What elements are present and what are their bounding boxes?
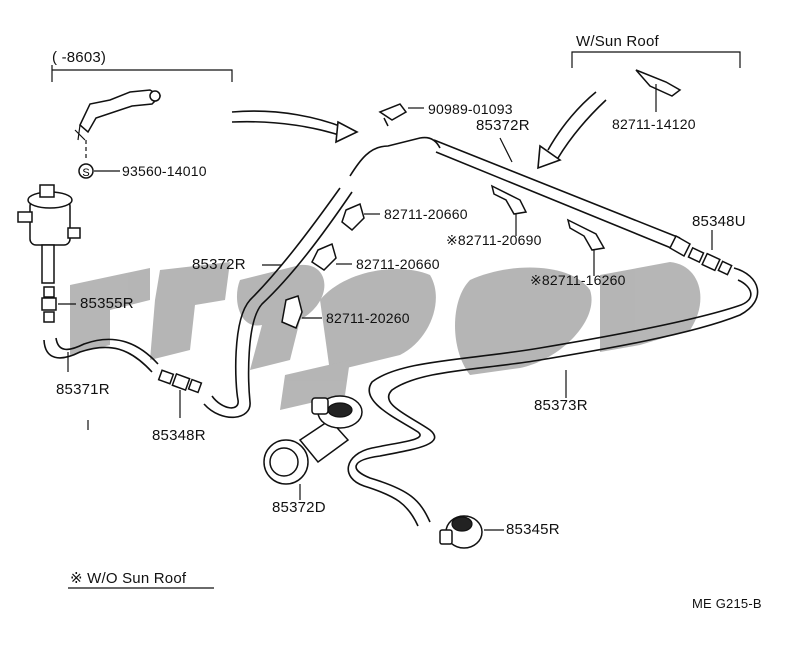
label-85373R: 85373R — [534, 397, 588, 414]
hose-85373R-a — [355, 267, 759, 523]
label-85348R: 85348R — [152, 427, 206, 444]
label-85371R: 85371R — [56, 381, 110, 398]
clip-82711-16260 — [566, 218, 606, 251]
label-85355R: 85355R — [80, 295, 134, 312]
arrow-right-b — [557, 99, 607, 159]
label-85372R-mid: 85372R — [192, 256, 246, 273]
label-82711-20660-b: 82711-20660 — [356, 256, 440, 272]
label-90989-01093: 90989-01093 — [428, 101, 513, 117]
vacuum-pump — [17, 184, 81, 284]
header-left-label: ( -8603) — [52, 49, 107, 66]
hose-85372R-a — [211, 187, 341, 409]
clip-82711-20660-a — [341, 202, 365, 232]
label-93560-14010: 93560-14010 — [122, 163, 207, 179]
connector-85348R — [157, 369, 203, 394]
arrow-right-a — [547, 91, 597, 151]
connector-85348U — [687, 246, 733, 276]
label-85372R-top: 85372R — [476, 117, 530, 134]
clip-82711-20660-b — [311, 242, 337, 271]
hose-85371R-b — [55, 337, 159, 365]
hose-85371R-a — [43, 339, 153, 373]
arrow-right-head — [537, 144, 562, 170]
label-82711-16260: ※82711-16260 — [530, 272, 626, 288]
bracket-right — [571, 51, 741, 68]
s-mark: S — [82, 167, 89, 179]
bracket-part-8603 — [74, 89, 162, 141]
label-82711-20260: 82711-20260 — [326, 310, 410, 326]
valve-85345R — [439, 515, 483, 549]
clip-82711-14120 — [635, 69, 682, 97]
figure-code: ME G215-B — [692, 596, 762, 611]
elbow-85372D — [263, 395, 363, 485]
connector-85355R — [41, 286, 57, 323]
arrow-left-top — [231, 110, 346, 129]
hose-85372R-top — [433, 139, 681, 251]
label-82711-20660-a: 82711-20660 — [384, 206, 468, 222]
footer-note: ※ W/O Sun Roof — [70, 570, 187, 587]
label-82711-14120: 82711-14120 — [612, 116, 696, 132]
label-85345R: 85345R — [506, 521, 560, 538]
label-85348U: 85348U — [692, 213, 746, 230]
clip-82711-20690 — [490, 184, 528, 215]
arrow-left-bot — [231, 120, 343, 137]
s-circle — [78, 163, 94, 179]
arrow-left-head — [335, 120, 359, 144]
hose-top-connector — [349, 136, 441, 177]
label-82711-20690: ※82711-20690 — [446, 232, 542, 248]
watermark-logo — [70, 262, 701, 410]
hose-85373R-b — [347, 279, 752, 527]
clip-82711-20260 — [281, 295, 303, 329]
label-85372D: 85372D — [272, 499, 326, 516]
hose-85372R-b — [203, 191, 353, 419]
hose-end-cap — [669, 234, 691, 258]
leader-85372R-top — [499, 137, 513, 163]
clamp-90989 — [378, 103, 408, 127]
header-right-label: W/Sun Roof — [576, 33, 659, 50]
bracket-left — [51, 65, 233, 82]
